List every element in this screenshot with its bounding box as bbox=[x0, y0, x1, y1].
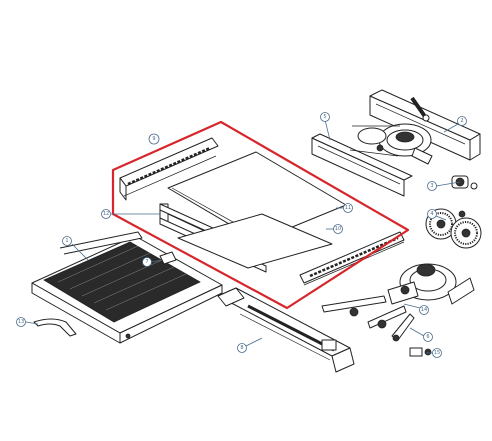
callout-label-14: 14 bbox=[421, 307, 427, 313]
callout-6: 6 bbox=[423, 332, 433, 342]
callout-label-15: 15 bbox=[434, 350, 440, 356]
callout-10: 10 bbox=[333, 224, 343, 234]
callout-7: 7 bbox=[142, 257, 152, 267]
callout-label-12: 12 bbox=[103, 211, 109, 217]
leader-lines bbox=[25, 119, 461, 354]
callout-label-1: 1 bbox=[65, 238, 68, 244]
callout-5: 5 bbox=[320, 112, 330, 122]
highlight-outline bbox=[111, 120, 410, 310]
lower-motor-mechanism bbox=[387, 263, 475, 305]
upper-plate bbox=[311, 133, 413, 197]
callout-label-2: 2 bbox=[460, 118, 463, 124]
callout-label-group: 9 bbox=[152, 136, 155, 142]
callout-label-4: 4 bbox=[430, 211, 433, 217]
callout-11: 11 bbox=[343, 203, 353, 213]
callout-12: 12 bbox=[101, 209, 111, 219]
callout-1: 1 bbox=[62, 236, 72, 246]
callout-group: 9 bbox=[148, 133, 160, 145]
callout-label-11: 11 bbox=[345, 205, 351, 211]
callout-4: 4 bbox=[427, 209, 437, 219]
callout-circle-group bbox=[148, 133, 160, 145]
callout-8: 8 bbox=[237, 343, 247, 353]
clip-part bbox=[33, 318, 77, 337]
handle bbox=[410, 96, 428, 120]
callout-2: 2 bbox=[457, 116, 467, 126]
callout-label-13: 13 bbox=[18, 319, 24, 325]
callout-label-8: 8 bbox=[240, 345, 243, 351]
callout-label-10: 10 bbox=[335, 226, 341, 232]
small-bracket bbox=[159, 251, 177, 265]
callout-label-5: 5 bbox=[323, 114, 326, 120]
callout-label-6: 6 bbox=[426, 334, 429, 340]
callout-14: 14 bbox=[419, 305, 429, 315]
bottom-tray bbox=[217, 287, 355, 373]
highlighted-frame-parts bbox=[119, 137, 405, 286]
lower-levers bbox=[321, 295, 432, 357]
callout-label-7: 7 bbox=[145, 259, 148, 265]
callout-3: 3 bbox=[427, 181, 437, 191]
callout-label-3: 3 bbox=[430, 183, 433, 189]
callout-15: 15 bbox=[432, 348, 442, 358]
callout-13: 13 bbox=[16, 317, 26, 327]
upper-motor-mechanism bbox=[349, 123, 433, 165]
